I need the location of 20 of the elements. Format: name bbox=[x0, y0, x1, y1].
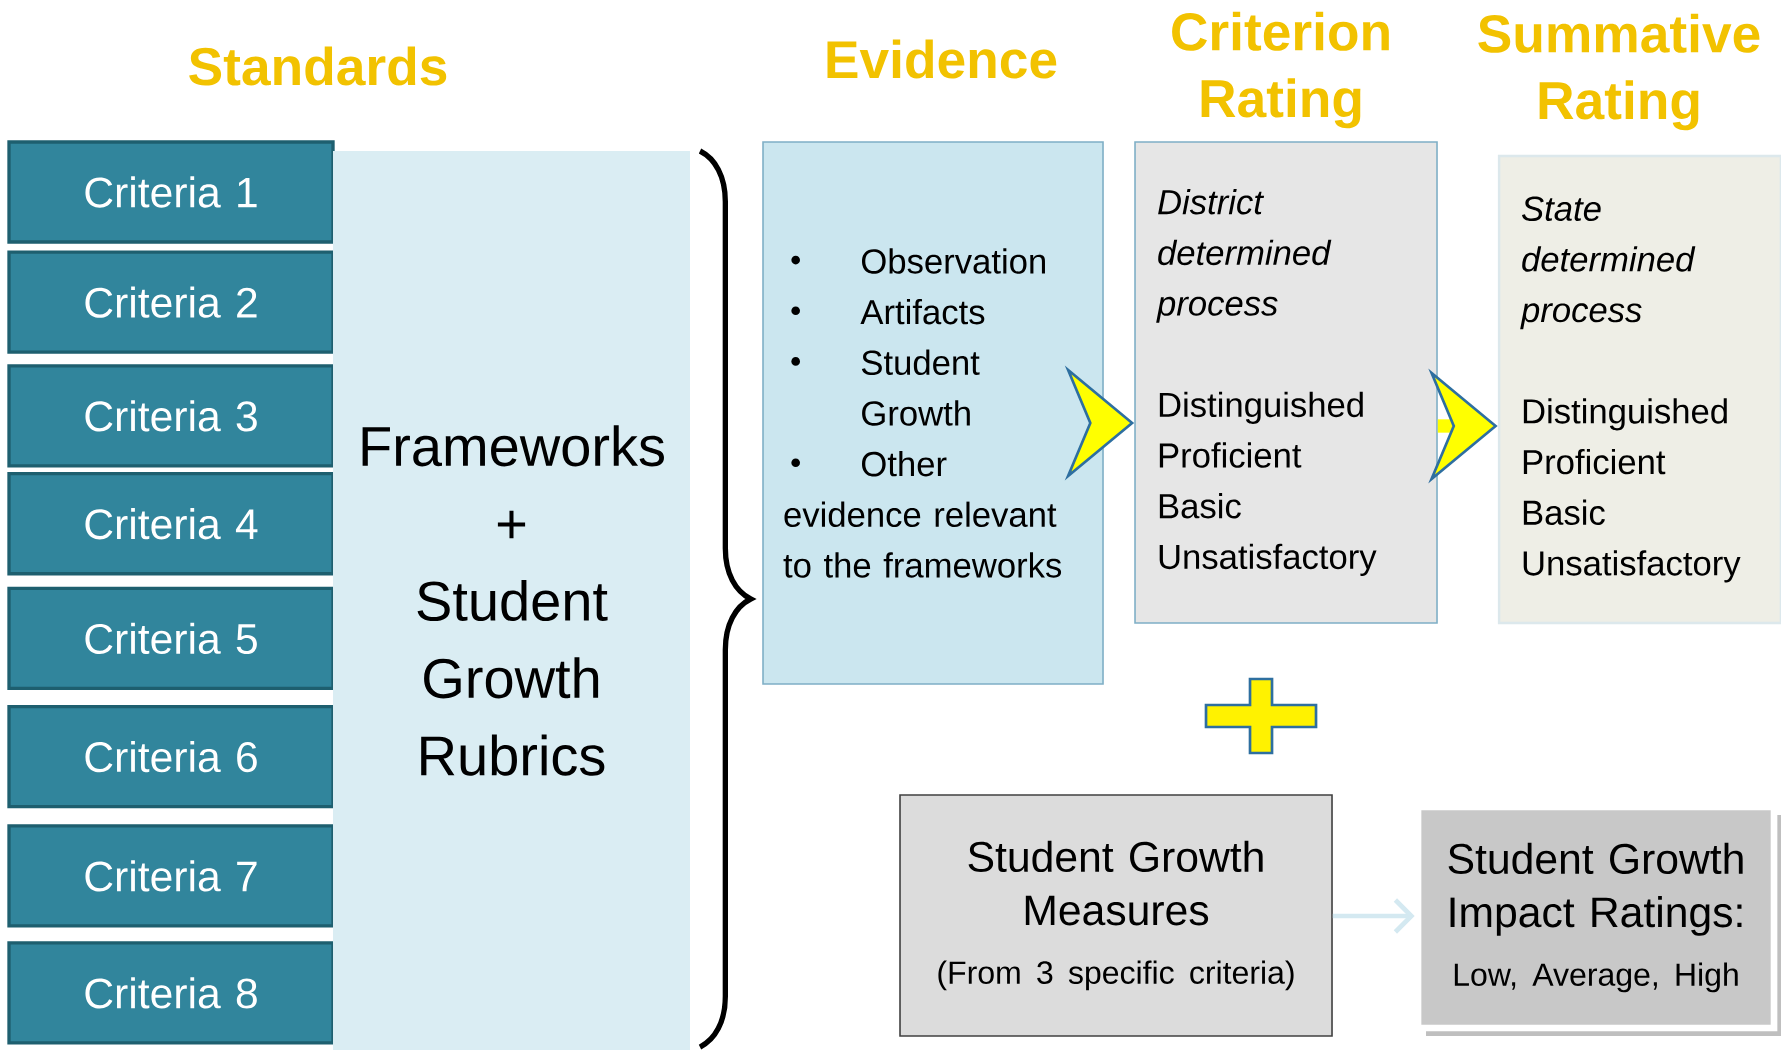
criteria-box: Criteria 8 bbox=[7, 941, 335, 1045]
rating-box: District determined process Distinguished Proficient Basic Unsatisfactory bbox=[1134, 141, 1438, 624]
criteria-box: Criteria 7 bbox=[7, 824, 335, 928]
criteria-box: Criteria 6 bbox=[7, 704, 335, 809]
rating-box: State determined process Distinguished Proficient Basic Unsatisfactory bbox=[1497, 154, 1781, 625]
arrow bbox=[1332, 898, 1415, 934]
column-heading: Standards bbox=[189, 46, 447, 86]
plus-sign bbox=[1204, 677, 1318, 755]
column-heading: Criterion Rating bbox=[1172, 11, 1389, 129]
evidence-box: Observation Artifacts Student Growth Other evidence relevant to the frameworks bbox=[762, 141, 1104, 685]
criteria-box: Criteria 4 bbox=[7, 472, 335, 576]
measures-box: Student Growth Measures (From 3 specific criteria) bbox=[899, 794, 1333, 1037]
impact-box: Student Growth Impact Ratings: Low, Average, High bbox=[1414, 803, 1781, 1036]
criteria-box: Criteria 1 bbox=[7, 140, 335, 244]
rubric-panel: Frameworks + Student Growth Rubrics bbox=[333, 151, 690, 1050]
criteria-box: Criteria 5 bbox=[7, 586, 335, 691]
column-heading: Summative Rating bbox=[1478, 13, 1760, 131]
column-heading: Evidence bbox=[827, 39, 1057, 79]
criteria-box: Criteria 2 bbox=[7, 250, 335, 354]
criteria-box: Criteria 3 bbox=[7, 364, 335, 468]
